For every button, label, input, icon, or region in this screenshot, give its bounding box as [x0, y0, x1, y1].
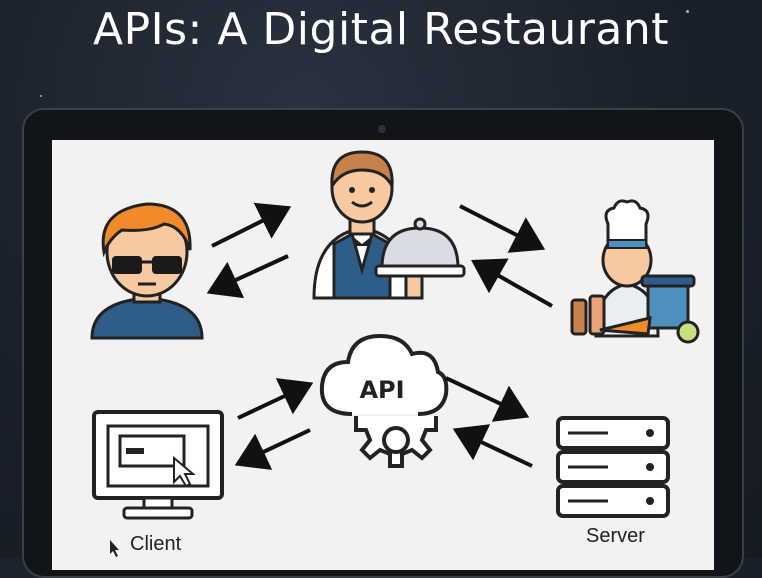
- background-star: [40, 95, 42, 97]
- client-label: Client: [130, 533, 182, 555]
- waiter-icon: [312, 150, 466, 300]
- chef-icon: [570, 199, 700, 344]
- api-cloud-icon: API: [319, 333, 449, 468]
- mouse-pointer-icon: [110, 540, 119, 557]
- diagram-canvas: API: [90, 150, 700, 557]
- arrow-client-to-api: [237, 378, 314, 420]
- arrow-waiter-to-customer: [206, 254, 289, 299]
- arrow-waiter-to-chef: [459, 204, 546, 253]
- customer-icon: [90, 202, 204, 340]
- server-icon: [556, 416, 670, 518]
- laptop-screen: API Client Server: [52, 140, 714, 570]
- background-star: [686, 10, 689, 13]
- arrow-api-to-client: [234, 428, 311, 470]
- server-label: Server: [586, 525, 645, 547]
- arrow-api-to-server: [445, 376, 530, 422]
- arrow-server-to-api: [452, 424, 533, 468]
- api-label: API: [359, 376, 404, 404]
- laptop-camera: [378, 125, 386, 133]
- page-title: APIs: A Digital Restaurant: [93, 4, 669, 55]
- client-computer-icon: [92, 410, 224, 520]
- arrow-chef-to-waiter: [471, 258, 553, 308]
- arrow-customer-to-waiter: [211, 202, 292, 248]
